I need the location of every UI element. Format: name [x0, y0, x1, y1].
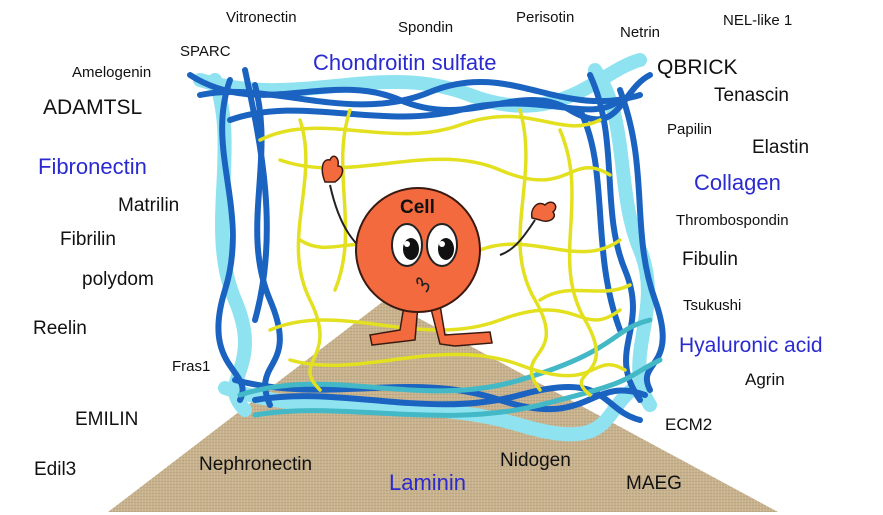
label-perisotin: Perisotin	[516, 9, 575, 26]
label-edil3: Edil3	[34, 459, 77, 480]
label-fibrilin: Fibrilin	[60, 229, 116, 250]
label-papilin: Papilin	[667, 121, 713, 138]
label-fibulin: Fibulin	[682, 249, 738, 270]
laminin-fiber-layer	[237, 317, 663, 418]
cell-mouth	[416, 277, 430, 293]
label-hyaluronic-acid: Hyaluronic acid	[679, 334, 823, 357]
collagen-fiber	[197, 79, 643, 108]
label-fibronectin: Fibronectin	[38, 154, 147, 179]
collagen-fiber	[617, 87, 666, 393]
label-nephronectin: Nephronectin	[199, 454, 313, 475]
yellow-fiber-layer	[258, 108, 632, 397]
label-ecm2: ECM2	[665, 415, 713, 434]
label-tenascin: Tenascin	[714, 85, 789, 106]
cell-right-pupil	[438, 238, 454, 260]
label-elastin: Elastin	[752, 137, 810, 158]
label-agrin: Agrin	[745, 370, 785, 389]
label-polydom: polydom	[82, 269, 154, 290]
yellow-fiber	[478, 238, 622, 254]
label-maeg: MAEG	[626, 473, 682, 494]
label-laminin: Laminin	[389, 470, 467, 495]
cell-right-arm	[499, 219, 536, 256]
laminin-fiber	[252, 357, 663, 418]
collagen-fiber	[242, 67, 270, 323]
label-emilin: EMILIN	[75, 409, 139, 430]
label-netrin: Netrin	[620, 24, 661, 41]
label-fras1: Fras1	[172, 358, 211, 375]
yellow-fiber	[538, 283, 632, 302]
cell-left-pupil	[403, 238, 419, 260]
cell-right-hand	[530, 201, 557, 223]
label-reelin: Reelin	[33, 318, 87, 339]
collagen-fiber	[215, 77, 246, 403]
label-sparc: SPARC	[180, 43, 231, 60]
collagen-fiber	[587, 72, 643, 403]
label-thrombospondin: Thrombospondin	[676, 212, 789, 229]
yellow-fiber	[288, 352, 627, 378]
label-vitronectin: Vitronectin	[226, 9, 297, 26]
yellow-fiber	[518, 108, 548, 392]
label-nidogen: Nidogen	[500, 450, 571, 471]
collagen-fiber-layer	[187, 67, 666, 423]
collagen-fiber	[252, 383, 643, 423]
laminin-fiber	[237, 317, 653, 398]
yellow-fiber	[296, 118, 322, 392]
label-tsukushi: Tsukushi	[683, 297, 742, 314]
collagen-fiber	[577, 107, 623, 333]
label-collagen: Collagen	[694, 170, 781, 195]
yellow-fiber	[268, 308, 622, 332]
label-amelogenin: Amelogenin	[72, 64, 152, 81]
cell-label: Cell	[400, 197, 435, 218]
label-adamtsl: ADAMTSL	[43, 96, 143, 119]
cell-left-hand	[321, 155, 344, 183]
yellow-fiber	[258, 114, 602, 142]
label-spondin: Spondin	[398, 19, 454, 36]
label-nel-like-1: NEL-like 1	[723, 12, 793, 29]
cell-character: Cell	[321, 155, 557, 347]
label-qbrick: QBRICK	[657, 56, 738, 79]
label-chondroitin-sulfate: Chondroitin sulfate	[313, 50, 497, 75]
label-matrilin: Matrilin	[118, 195, 180, 216]
yellow-fiber	[333, 108, 352, 292]
